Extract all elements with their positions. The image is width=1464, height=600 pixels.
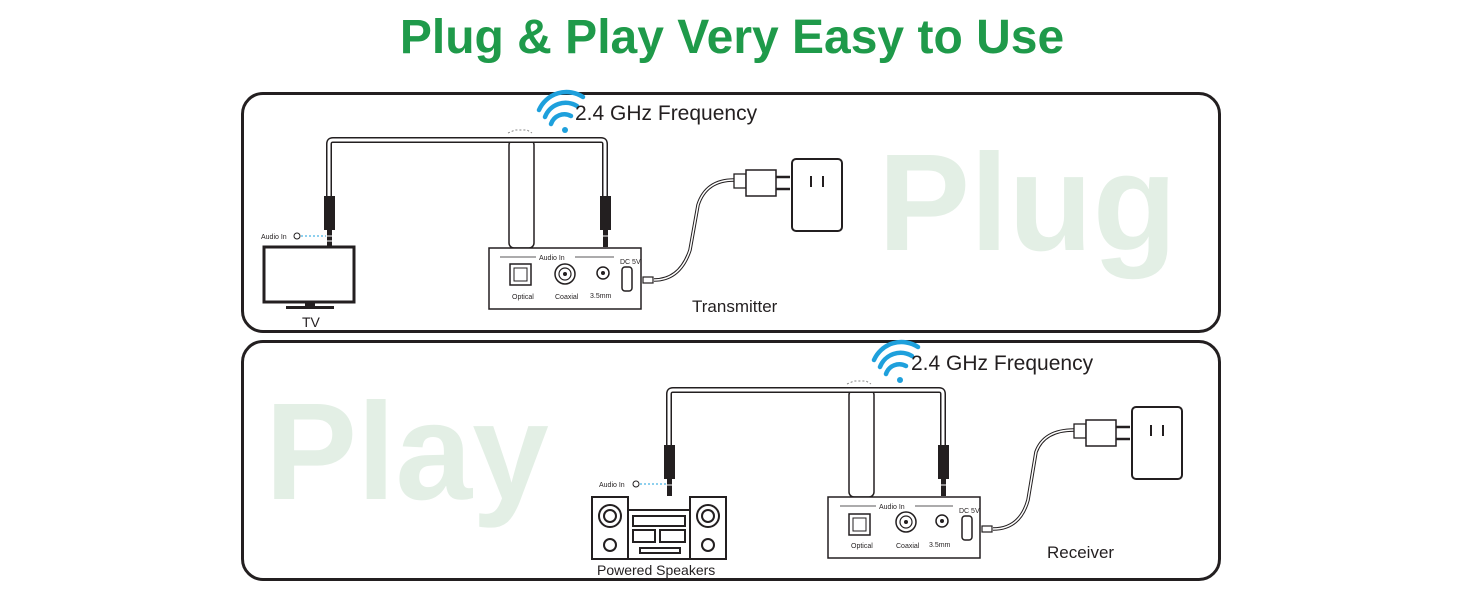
power-cable (642, 178, 735, 284)
audio-cable (666, 387, 946, 447)
audio-jack-icon (664, 445, 675, 496)
port-35mm: 3.5mm (929, 542, 951, 549)
wall-outlet-icon (791, 158, 843, 232)
page-title: Plug & Play Very Easy to Use (399, 11, 1065, 64)
optical-port (848, 513, 871, 536)
wall-outlet-icon (1131, 406, 1183, 480)
port-35mm: 3.5mm (590, 293, 612, 300)
optical-port (509, 263, 532, 286)
wifi-signal-icon (871, 339, 921, 383)
audio-cable (326, 137, 608, 198)
stereo-speakers-icon (591, 496, 727, 560)
usb-power-adapter-icon (1073, 419, 1130, 447)
frequency-label: 2.4 GHz Frequency (575, 102, 758, 125)
device-header: Audio In (879, 504, 905, 511)
play-watermark: Play (265, 375, 549, 529)
usb-c-port (961, 515, 973, 541)
usb-c-port (621, 266, 633, 292)
tv-label: TV (302, 314, 321, 330)
audio-jack-icon (324, 196, 335, 247)
port-coaxial: Coaxial (555, 294, 579, 301)
receiver-label: Receiver (1047, 543, 1114, 562)
port-optical: Optical (851, 543, 873, 550)
tv-audio-in-label: Audio In (261, 234, 287, 241)
transmitter-label: Transmitter (692, 297, 778, 316)
wifi-signal-icon (536, 89, 586, 133)
audio-jack-icon (938, 445, 949, 496)
port-optical: Optical (512, 294, 534, 301)
receiver-device: Audio In Optical Coaxial 3.5mm DC 5V (827, 496, 981, 559)
audio-jack-icon (600, 196, 611, 247)
power-label: DC 5V (620, 259, 641, 266)
port-coaxial: Coaxial (896, 543, 920, 550)
frequency-label: 2.4 GHz Frequency (911, 352, 1094, 375)
tv-icon (262, 245, 356, 309)
receiver-antenna (846, 380, 875, 498)
receiver-panel (241, 340, 1221, 581)
transmitter-antenna (507, 129, 535, 249)
transmitter-device: Audio In Optical Coaxial 3.5mm DC 5V (488, 247, 642, 310)
speakers-label: Powered Speakers (597, 562, 715, 578)
speakers-audio-in-label: Audio In (599, 482, 625, 489)
plug-watermark: Plug (878, 126, 1177, 280)
power-cable (981, 428, 1075, 533)
transmitter-panel (241, 92, 1221, 333)
device-header: Audio In (539, 255, 565, 262)
power-label: DC 5V (959, 508, 980, 515)
usb-power-adapter-icon (733, 169, 790, 197)
